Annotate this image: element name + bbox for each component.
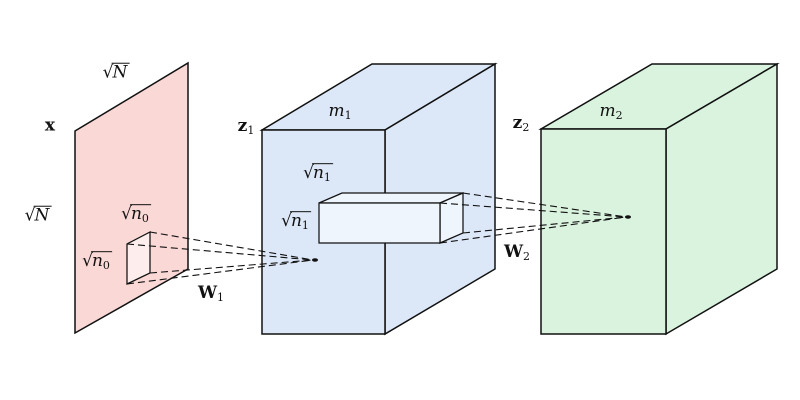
w1-projection-line	[126, 243, 314, 261]
label-sqrt-n0-height: √n0	[82, 251, 112, 273]
w1-projection-line	[149, 231, 314, 261]
label-depth-m1: m1	[328, 100, 352, 122]
radical-sign: √	[102, 62, 114, 83]
radical-sign: √	[121, 204, 132, 225]
radicand: n1	[289, 211, 311, 233]
w2-projection-line	[462, 192, 627, 218]
label-weights-w2: W2	[503, 241, 531, 263]
radical-sign: √	[82, 251, 93, 272]
label-layer-z1: z1	[237, 115, 255, 137]
label-sqrt-n1-lower: √n1	[281, 211, 311, 233]
radicand: n0	[90, 251, 112, 273]
w1-projection-line	[149, 259, 314, 274]
w2-projection-line	[439, 202, 627, 218]
w2-projection-line	[439, 216, 627, 244]
radicand: n1	[311, 163, 333, 185]
label-layer-z2: z2	[512, 112, 530, 134]
radicand: n0	[129, 204, 151, 226]
w1-projection-line	[126, 259, 314, 285]
label-sqrt-n0-width: √n0	[121, 204, 151, 226]
label-input-x: x	[44, 115, 56, 136]
w2-projection-cone	[439, 192, 631, 244]
radicand: N	[111, 62, 130, 83]
layer2-box-front	[540, 128, 667, 335]
subvolume-top	[318, 192, 464, 204]
label-sqrt-N-left: √N	[24, 205, 52, 227]
label-sqrt-N-top: √N	[102, 62, 130, 84]
label-sqrt-n1-upper: √n1	[303, 163, 333, 185]
radical-sign: √	[303, 163, 314, 184]
radical-sign: √	[24, 205, 36, 226]
radicand: N	[33, 205, 52, 226]
label-depth-m2: m2	[599, 100, 623, 122]
w1-focal-dot	[312, 258, 318, 262]
w1-projection-cone	[126, 231, 318, 285]
w2-focal-dot	[625, 215, 631, 219]
input-plane	[74, 61, 189, 335]
subvolume-front	[318, 202, 441, 244]
label-weights-w1: W1	[197, 282, 225, 304]
layer1-subvolume	[318, 192, 464, 244]
w2-projection-line	[462, 216, 627, 234]
radical-sign: √	[281, 211, 292, 232]
layer2-box	[538, 62, 780, 336]
